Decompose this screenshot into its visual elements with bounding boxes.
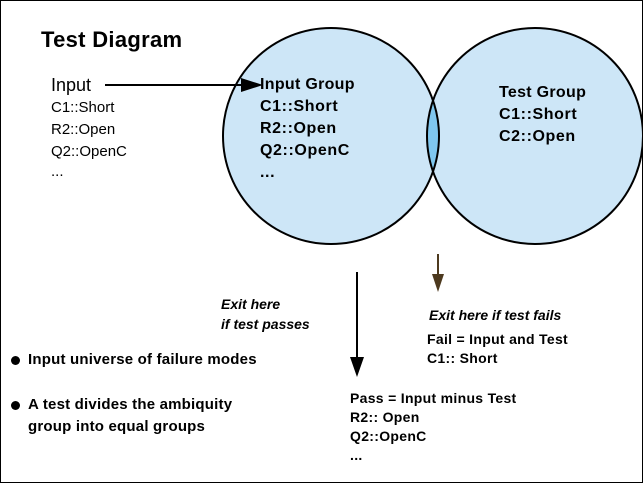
input-item: R2::Open xyxy=(51,121,116,138)
pass-result-item: ... xyxy=(350,447,363,463)
bullet-dot xyxy=(11,356,20,365)
exit-fail-label: Exit here if test fails xyxy=(429,307,562,323)
bullet-text: Input universe of failure modes xyxy=(28,351,257,368)
input-item: ... xyxy=(51,163,64,180)
input-group-outline xyxy=(222,27,440,245)
pass-arrow xyxy=(350,272,364,377)
input-label: Input xyxy=(51,75,92,95)
input-arrow xyxy=(105,78,263,92)
bullet-text: group into equal groups xyxy=(28,418,206,435)
input-group-item: ... xyxy=(260,164,276,181)
test-group-title: Test Group xyxy=(499,84,587,101)
pass-result-title: Pass = Input minus Test xyxy=(350,390,517,406)
page-title: Test Diagram xyxy=(41,27,183,52)
input-group-circle xyxy=(223,28,439,244)
fail-result-title: Fail = Input and Test xyxy=(427,331,568,347)
test-group-circle xyxy=(427,28,642,244)
input-group-item: R2::Open xyxy=(260,120,337,137)
input-group-item: Q2::OpenC xyxy=(260,142,350,159)
input-group-title: Input Group xyxy=(260,76,355,93)
exit-pass-label: Exit here xyxy=(221,296,281,312)
fail-result-item: C1:: Short xyxy=(427,350,498,366)
pass-result-item: Q2::OpenC xyxy=(350,428,427,444)
exit-pass-label: if test passes xyxy=(221,316,310,332)
test-group-item: C1::Short xyxy=(499,106,578,123)
test-group-item: C2::Open xyxy=(499,128,576,145)
input-item: C1::Short xyxy=(51,99,115,116)
input-item: Q2::OpenC xyxy=(51,143,127,160)
bullet-dot xyxy=(11,401,20,410)
test-group-outline xyxy=(426,27,642,245)
pass-result-item: R2:: Open xyxy=(350,409,420,425)
input-group-item: C1::Short xyxy=(260,98,339,115)
fail-arrow xyxy=(432,254,444,292)
bullet-text: A test divides the ambiquity xyxy=(28,396,233,413)
